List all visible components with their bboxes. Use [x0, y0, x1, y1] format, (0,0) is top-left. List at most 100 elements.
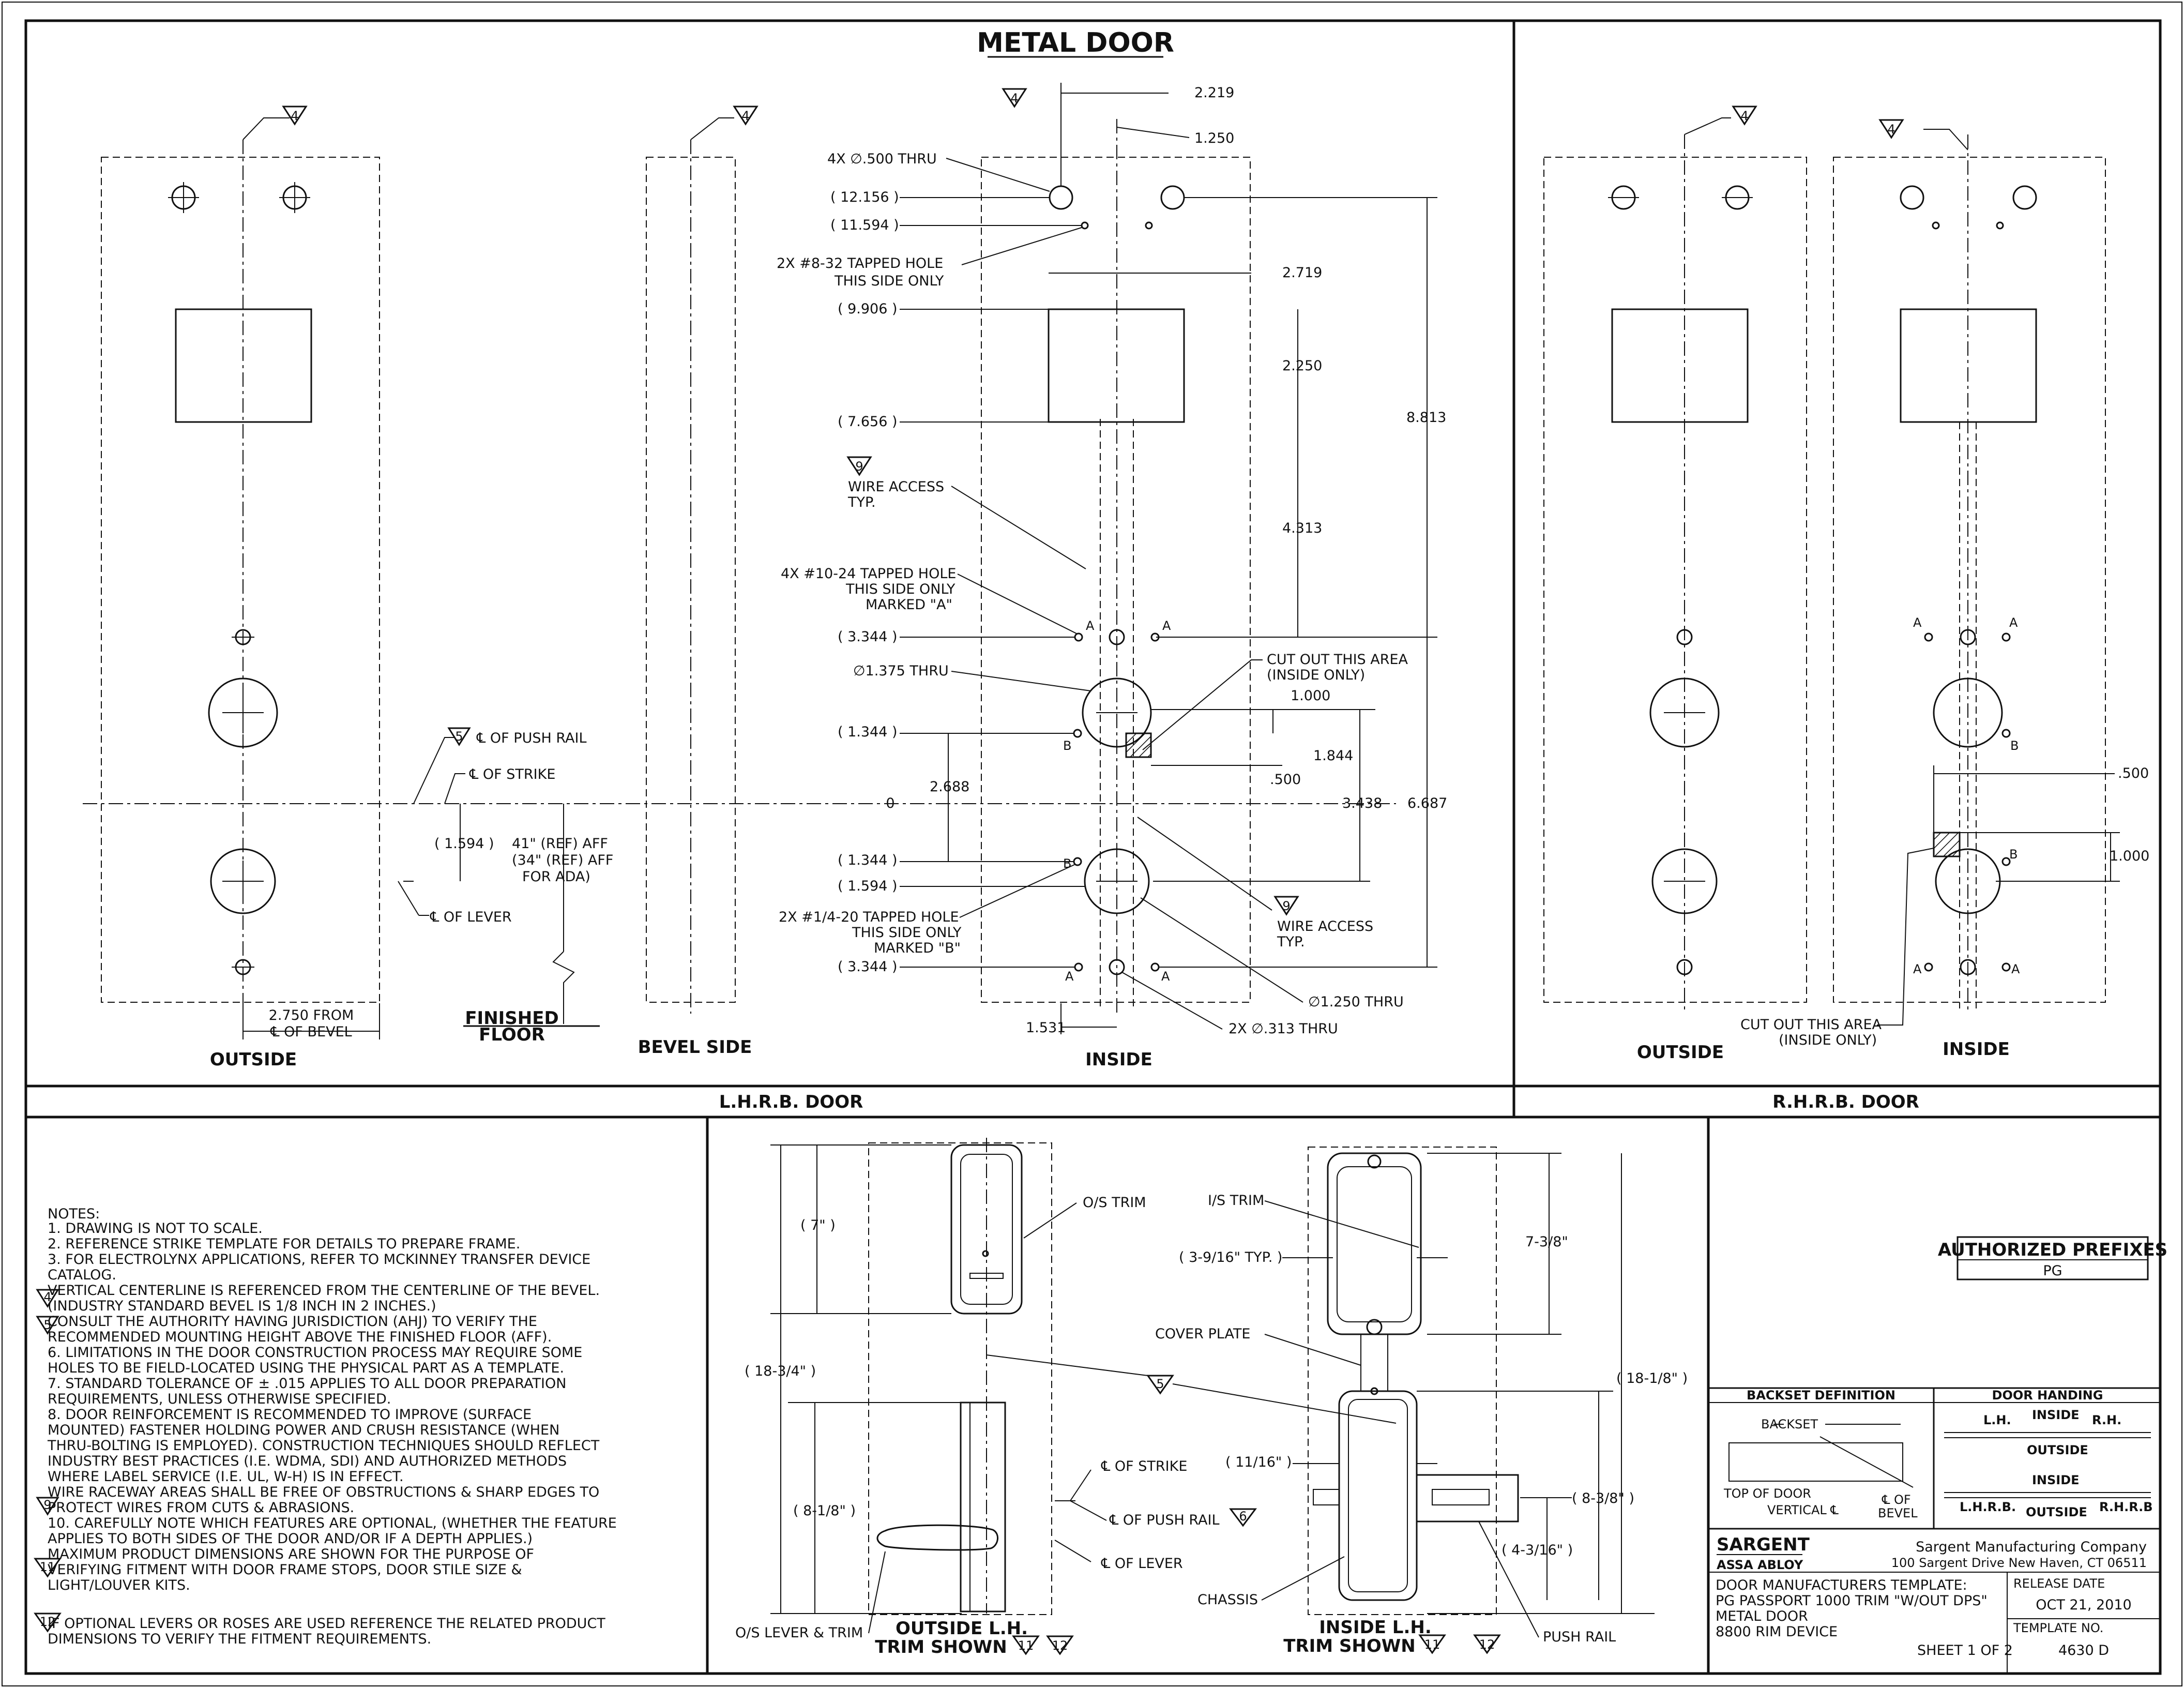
tapped-832	[1145, 221, 1153, 230]
zero-ref: 0	[886, 795, 894, 811]
release-date-value: OCT 21, 2010	[2036, 1597, 2131, 1613]
hole-1375	[1082, 677, 1152, 748]
callout-wire-access-line1: WIRE ACCESS	[848, 479, 944, 495]
note-marker-9-label: 9	[855, 459, 863, 474]
note-marker-5	[36, 1316, 59, 1335]
push-rail-label: PUSH RAIL	[1543, 1629, 1616, 1645]
chassis-label: CHASSIS	[1197, 1592, 1258, 1608]
rh-outside-view: 4 OUTSIDE	[1543, 106, 1807, 1063]
hole-1375	[1933, 677, 2003, 748]
door-handing-heading: DOOR HANDING	[1992, 1388, 2103, 1403]
note-marker-12-label: 12	[40, 1615, 56, 1629]
os-push-rail	[960, 1401, 1006, 1612]
note-line: THRU-BOLTING IS EMPLOYED). CONSTRUCTION …	[47, 1438, 600, 1454]
dim-1344-b: ( 1.344 )	[838, 852, 898, 868]
note-line: 10. CAREFULLY NOTE WHICH FEATURES ARE OP…	[48, 1515, 617, 1531]
release-date-label: RELEASE DATE	[2013, 1576, 2105, 1591]
dim-3344-top: ( 3.344 )	[838, 629, 898, 645]
bevel-dim-line1: 2.750 FROM	[269, 1007, 354, 1023]
callout-cutout-line2: (INSIDE ONLY)	[1267, 667, 1365, 683]
cutout-area	[1125, 732, 1152, 758]
authorized-prefixes-box	[1957, 1236, 2149, 1280]
callout-tapped-1024-line3: MARKED "A"	[866, 597, 952, 613]
hole-1250	[1651, 848, 1718, 914]
cover-plate	[1360, 1334, 1388, 1392]
note-marker-12	[1046, 1635, 1074, 1655]
rh-inside-view: 4 A A B B A A .500 1.000 CUT OUT THIS AR…	[1740, 119, 2149, 1060]
dim-1344-a: ( 1.344 )	[838, 724, 898, 740]
section-label-lhrb: L.H.R.B. DOOR	[719, 1092, 863, 1112]
marker-a: A	[2011, 962, 2020, 976]
dim-12156: ( 12.156 )	[830, 189, 899, 205]
note-marker-9	[36, 1497, 59, 1516]
cutout-square	[1611, 308, 1749, 423]
note-marker-12-label: 12	[1479, 1637, 1495, 1652]
dim-11-16: ( 11/16" )	[1225, 1454, 1292, 1470]
note-marker-11	[1012, 1635, 1040, 1655]
handing-outside-2: OUTSIDE	[2026, 1505, 2087, 1519]
note-marker-6-label: 6	[1239, 1509, 1247, 1524]
os-lever	[876, 1524, 998, 1551]
marker-a: A	[2009, 615, 2018, 630]
note-line: 6. LIMITATIONS IN THE DOOR CONSTRUCTION …	[48, 1345, 582, 1361]
cutout-square	[1900, 308, 2037, 423]
note-marker-9-label: 9	[1282, 899, 1290, 913]
handing-inside-2: INSIDE	[2032, 1473, 2080, 1487]
callout-tapped-1024-line2: THIS SIDE ONLY	[845, 581, 956, 597]
lh-inside-view: A A B B A A 4 2.219 1.250 4X ∅.500 THRU …	[777, 83, 1447, 1070]
sheet-number: SHEET 1 OF 2	[1917, 1642, 2013, 1659]
note-marker-9	[846, 456, 872, 476]
note-line: CATALOG.	[48, 1267, 116, 1283]
lever-centerline-label: ℄ OF LEVER	[430, 909, 512, 925]
callout-wire-access-line2: TYP.	[847, 494, 876, 510]
hole-1250	[1084, 848, 1150, 914]
centerline-callouts: 5 ℄ OF PUSH RAIL ℄ OF STRIKE ℄ OF LEVER …	[398, 727, 613, 1045]
outside-trim-shown-line2: TRIM SHOWN	[875, 1637, 1007, 1657]
marker-b: B	[2010, 739, 2019, 753]
callout-tapped-1420-line2: THIS SIDE ONLY	[852, 925, 962, 941]
note-marker-11	[1418, 1634, 1446, 1654]
note-line: 3. FOR ELECTROLYNX APPLICATIONS, REFER T…	[48, 1252, 590, 1268]
view-label-rh-inside: INSIDE	[1943, 1039, 2010, 1060]
outside-trim-shown-line1: OUTSIDE L.H.	[896, 1618, 1028, 1639]
hole-1250	[210, 848, 276, 914]
view-label-inside: INSIDE	[1085, 1049, 1152, 1070]
company-name: Sargent Manufacturing Company	[1916, 1539, 2147, 1555]
of-bevel-label-2: BEVEL	[1878, 1506, 1918, 1520]
callout-cutout-line1: CUT OUT THIS AREA	[1267, 652, 1408, 668]
rh-dim-1000: 1.000	[2110, 848, 2149, 864]
note-line: IF OPTIONAL LEVERS OR ROSES ARE USED REF…	[48, 1616, 605, 1632]
finished-floor-line1: FINISHED	[465, 1008, 558, 1029]
top-of-door-label: TOP OF DOOR	[1723, 1486, 1811, 1501]
marker-a: A	[1086, 619, 1095, 633]
notes-heading: NOTES:	[48, 1206, 100, 1222]
note-marker-11	[34, 1558, 62, 1578]
note-marker-4-label: 4	[291, 109, 298, 123]
dim-4-3-16: ( 4-3/16" )	[1502, 1542, 1573, 1558]
callout-hole-313: 2X ∅.313 THRU	[1228, 1021, 1338, 1037]
tapped-1420	[1073, 857, 1082, 866]
hole-500	[279, 182, 310, 213]
hole-500	[1900, 185, 1924, 210]
note-marker-12-label: 12	[1052, 1638, 1068, 1653]
handing-rh: R.H.	[2092, 1413, 2121, 1427]
inside-trim-shown-line1: INSIDE L.H.	[1319, 1617, 1431, 1638]
note-line: HOLES TO BE FIELD-LOCATED USING THE PHYS…	[48, 1360, 564, 1376]
marker-a: A	[1161, 969, 1170, 984]
note-marker-4-label: 4	[1740, 109, 1748, 123]
dim-8-1-8: ( 8-1/8" )	[793, 1503, 856, 1519]
bevel-dim-line2: ℄ OF BEVEL	[270, 1024, 352, 1040]
note-line: 8. DOOR REINFORCEMENT IS RECOMMENDED TO …	[48, 1407, 532, 1423]
dim-2250: 2.250	[1282, 358, 1322, 374]
note-marker-4	[1732, 106, 1757, 126]
note-marker-4	[1878, 119, 1904, 139]
hole-1375	[208, 677, 278, 748]
dim-8-3-8: ( 8-3/8" )	[1572, 1490, 1634, 1506]
callout-holes-500: 4X ∅.500 THRU	[827, 151, 937, 167]
callout-tapped-1024-line1: 4X #10-24 TAPPED HOLE	[781, 566, 956, 582]
handing-inside-1: INSIDE	[2032, 1408, 2080, 1422]
note-marker-5	[1146, 1375, 1174, 1395]
dim-9906: ( 9.906 )	[838, 301, 898, 317]
hole-1375	[1649, 677, 1720, 748]
